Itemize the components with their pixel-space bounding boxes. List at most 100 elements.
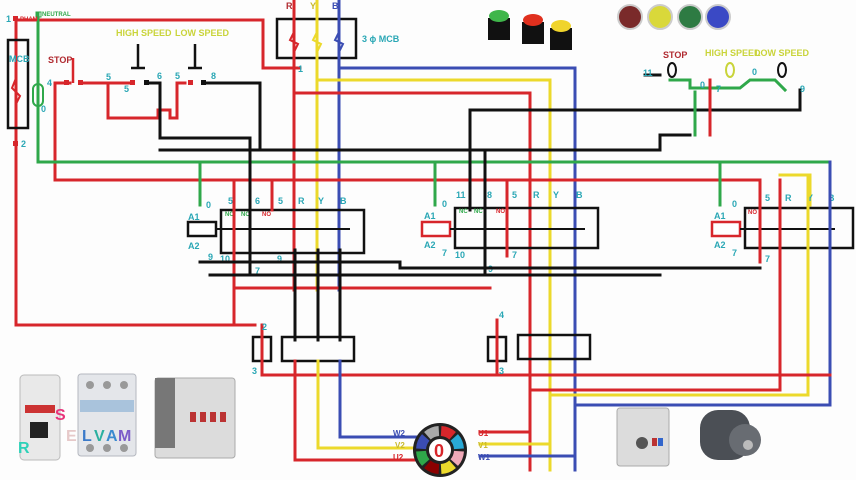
overload-relay-2: 4 3: [478, 310, 832, 458]
k1-a1-label: A1: [188, 212, 200, 222]
phase-wire: [14, 18, 257, 327]
bus-lines: [36, 88, 832, 212]
k1-top-terminal: Y: [318, 196, 324, 206]
right-high-speed-button[interactable]: [725, 62, 735, 78]
motor-segment: [424, 460, 440, 474]
right-control-bus: [468, 88, 802, 152]
contactor-k2: A1 A2 0 7 11 8 5 R Y B NC NC NO 10 7 9: [420, 148, 600, 277]
right-low-speed-label: LOW SPEED: [755, 48, 810, 58]
motor-segment: [416, 434, 430, 450]
motor-terminal-u1: U1: [478, 429, 489, 438]
neutral-label: NEUTRAL: [42, 12, 71, 18]
k1-top-terminal: 5: [278, 196, 283, 206]
watermark-letter: R: [18, 440, 30, 457]
k3-top-terminal: R: [785, 193, 792, 203]
k2-top-terminal: 8: [487, 190, 492, 200]
photo-single-pole-mcb: [19, 374, 61, 461]
motor-segment: [450, 450, 464, 466]
ol2-main-box: [516, 333, 592, 361]
motor-terminal-u2: U2: [393, 453, 404, 462]
k1-contact-type: NC: [241, 212, 250, 218]
ls-terminal-b: [201, 80, 206, 85]
right-stop-button[interactable]: [667, 62, 677, 78]
motor-segment: [424, 426, 440, 440]
k3-coil-top-terminal: 0: [732, 199, 737, 209]
k3-coil-bottom-terminal: 7: [732, 248, 737, 258]
photo-pilot-lamps: [617, 4, 731, 30]
motor-center-label: 0: [434, 441, 444, 461]
motor-segment: [440, 460, 456, 474]
k3-bottom-terminal: 7: [765, 254, 770, 264]
three-phase-mcb: R Y B 3 ϕ MCB 1: [275, 0, 577, 472]
k2-top-terminal: 5: [512, 190, 517, 200]
k2-contact-type: NC: [474, 209, 483, 215]
right-low-speed-button[interactable]: [777, 62, 787, 78]
hs-terminal-a: [130, 80, 135, 85]
k2-a1-label: A1: [424, 211, 436, 221]
watermark: R S E L V A M: [18, 407, 131, 457]
k2-top-terminal: R: [533, 190, 540, 200]
lower-bus: [198, 248, 762, 342]
k1-top-terminal: B: [340, 196, 347, 206]
k3-coil: [710, 220, 742, 238]
y-phase-bus: [315, 78, 552, 472]
k3-y-feed: [778, 173, 812, 207]
k3-a1-label: A1: [714, 211, 726, 221]
mcb-switch-symbol: [10, 76, 22, 106]
k2-coil-bottom-terminal: 7: [442, 248, 447, 258]
k3-a2-label: A2: [714, 240, 726, 250]
terminal-label: 6: [157, 71, 162, 81]
terminal-label: 7: [716, 84, 721, 94]
k1-a2-label: A2: [188, 241, 200, 251]
phase-y-label: Y: [310, 1, 316, 11]
three-phase-mcb-label: 3 ϕ MCB: [362, 34, 400, 44]
k1-body: [219, 208, 366, 255]
photo-overload-relay: [616, 407, 670, 467]
k3-top-terminal: Y: [807, 193, 813, 203]
right-high-speed-label: HIGH SPEED: [705, 48, 761, 58]
terminal-label: 0: [752, 67, 757, 77]
terminal-2: [13, 141, 18, 146]
ol2-aux-bottom: 3: [499, 366, 504, 376]
k1-top-terminal: R: [298, 196, 305, 206]
k1-contact-type: NC: [225, 212, 234, 218]
phase-terminal-number: 1: [6, 14, 11, 24]
phase-feed-wire: [14, 18, 302, 70]
watermark-letter: M: [118, 428, 131, 445]
stop-terminal-a: [64, 80, 69, 85]
stop-terminal-b: [78, 80, 83, 85]
ol1-r-out: [293, 359, 422, 462]
contactor-k3: A1 A2 0 7 5 R Y B NO 7: [710, 160, 855, 407]
k1-bottom-terminal: 7: [255, 266, 260, 276]
ol1-y-out: [316, 359, 422, 450]
watermark-letter: L: [82, 428, 92, 445]
terminal-label: 5: [106, 72, 111, 82]
ol2-aux-top: 4: [499, 310, 504, 320]
k1-bottom-terminal: 9: [277, 254, 282, 264]
k2-contact-type: NO: [496, 209, 505, 215]
k2-top-terminal: 11: [456, 190, 466, 200]
k1-coil-bottom-terminal: 9: [208, 252, 213, 262]
k2-contact-type: NC: [459, 209, 468, 215]
motor-hub: [427, 437, 453, 463]
motor-terminal-w2: W2: [393, 429, 406, 438]
k1-top-terminal: 5: [228, 196, 233, 206]
k2-coil: [420, 220, 452, 238]
stop-label: STOP: [48, 55, 72, 65]
phase-b-label: B: [332, 1, 339, 11]
high-speed-label: HIGH SPEED: [116, 28, 172, 38]
watermark-letter: A: [106, 428, 118, 445]
ls-terminal-a: [188, 80, 193, 85]
k3-top-terminal: 5: [765, 193, 770, 203]
motor-terminal-w1: W1: [478, 453, 491, 462]
phase-r-label: R: [286, 1, 293, 11]
watermark-letter: V: [94, 428, 105, 445]
lower-black-bus-1: [198, 260, 762, 270]
terminal-label: 5: [124, 84, 129, 94]
motor-segment: [440, 426, 456, 440]
terminal-label: 8: [211, 71, 216, 81]
photo-contactor: [154, 377, 236, 459]
k3-contact-type: NO: [748, 210, 757, 216]
motor-terminal-v2: V2: [395, 441, 405, 450]
